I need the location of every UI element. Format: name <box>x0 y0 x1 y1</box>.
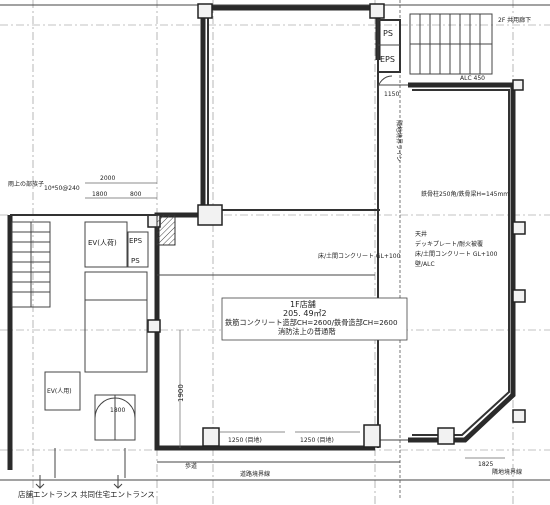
road-boundary: 道路境界線 <box>240 470 270 478</box>
floor-note: 床/土間コンクリート GL+100 <box>318 252 401 260</box>
ev-label: EV(人荷) <box>88 238 117 247</box>
room-label: 1F店舗 205. 49㎡2 鉄筋コンクリート造部CH=2600/鉄骨造部CH=… <box>221 297 408 341</box>
column <box>202 427 220 447</box>
column <box>147 319 161 333</box>
dim-1900: 1900 <box>177 384 185 402</box>
left-note: 雨上の部族子 <box>8 180 44 188</box>
dim-800: 800 <box>130 191 142 198</box>
shop-entrance: 店舗エントランス <box>18 489 78 499</box>
stair-treads <box>410 14 492 74</box>
column <box>512 289 526 303</box>
dim-1800: 1800 <box>92 191 107 198</box>
columns <box>147 3 526 448</box>
upper-note: 2F 共用廊下 <box>498 16 531 24</box>
column <box>363 424 381 448</box>
shop-area: 205. 49㎡2 <box>283 309 327 318</box>
column <box>512 221 526 235</box>
eps-left-label: EPS <box>129 237 143 245</box>
dim-1150: 1150 <box>384 91 399 98</box>
shop-name: 1F店舗 <box>290 299 316 309</box>
column <box>197 204 223 226</box>
left-stair <box>12 222 50 307</box>
wall-note: 壁/ALC <box>415 260 435 268</box>
ps-left-label: PS <box>131 257 140 265</box>
fire-law-note: 消防法上の普通階 <box>278 327 336 336</box>
column <box>437 427 455 445</box>
top-right-core: PS EPS 2F 共用廊下 ALC 450 1150 <box>377 13 531 98</box>
bottom-area: 道路境界線 歩道 隣地境界線 店舗エントランス 共同住宅エントランス <box>18 461 522 499</box>
left-dim-note: 10*50@240 <box>44 185 80 192</box>
right-notes: 鉄骨柱250角/鉄骨梁H=145mm 床/土間コンクリート GL+100 天井 … <box>318 120 509 268</box>
sidewalk-note: 歩道 <box>185 462 197 470</box>
dim-1800b: 1800 <box>110 407 125 414</box>
deck-floor-note: 床/土間コンクリート GL+100 <box>415 250 498 258</box>
boundary-bottom: 隣地境界線 <box>492 468 522 476</box>
left-core: EV(人荷) EPS PS EV(人用) <box>7 214 176 478</box>
dim-1250-a: 1250 (目地) <box>228 436 262 444</box>
eps-label: EPS <box>380 55 395 64</box>
column <box>369 3 385 19</box>
beam-note: 鉄骨柱250角/鉄骨梁H=145mm <box>421 190 509 198</box>
ps-label: PS <box>383 29 393 38</box>
gl-note: ALC 450 <box>460 75 485 82</box>
column <box>197 3 213 19</box>
boundary-note: 隣地境界ライン <box>395 120 403 162</box>
column <box>512 79 524 91</box>
roof-note: 天井 <box>415 230 427 238</box>
column <box>512 409 526 423</box>
deck-note: デッキプレート/耐火被覆 <box>415 240 483 248</box>
structure-note: 鉄筋コンクリート造部CH=2600/鉄骨造部CH=2600 <box>225 318 398 327</box>
ev2-label: EV(人用) <box>47 388 72 395</box>
residence-entrance: 共同住宅エントランス <box>80 489 155 499</box>
dim-1250-b: 1250 (目地) <box>300 436 334 444</box>
dim-2000: 2000 <box>100 175 115 182</box>
dimensions: 2000 1800 800 雨上の部族子 10*50@240 1900 1250… <box>8 175 505 468</box>
shop-walls <box>154 5 381 451</box>
dim-1825: 1825 <box>478 461 493 468</box>
